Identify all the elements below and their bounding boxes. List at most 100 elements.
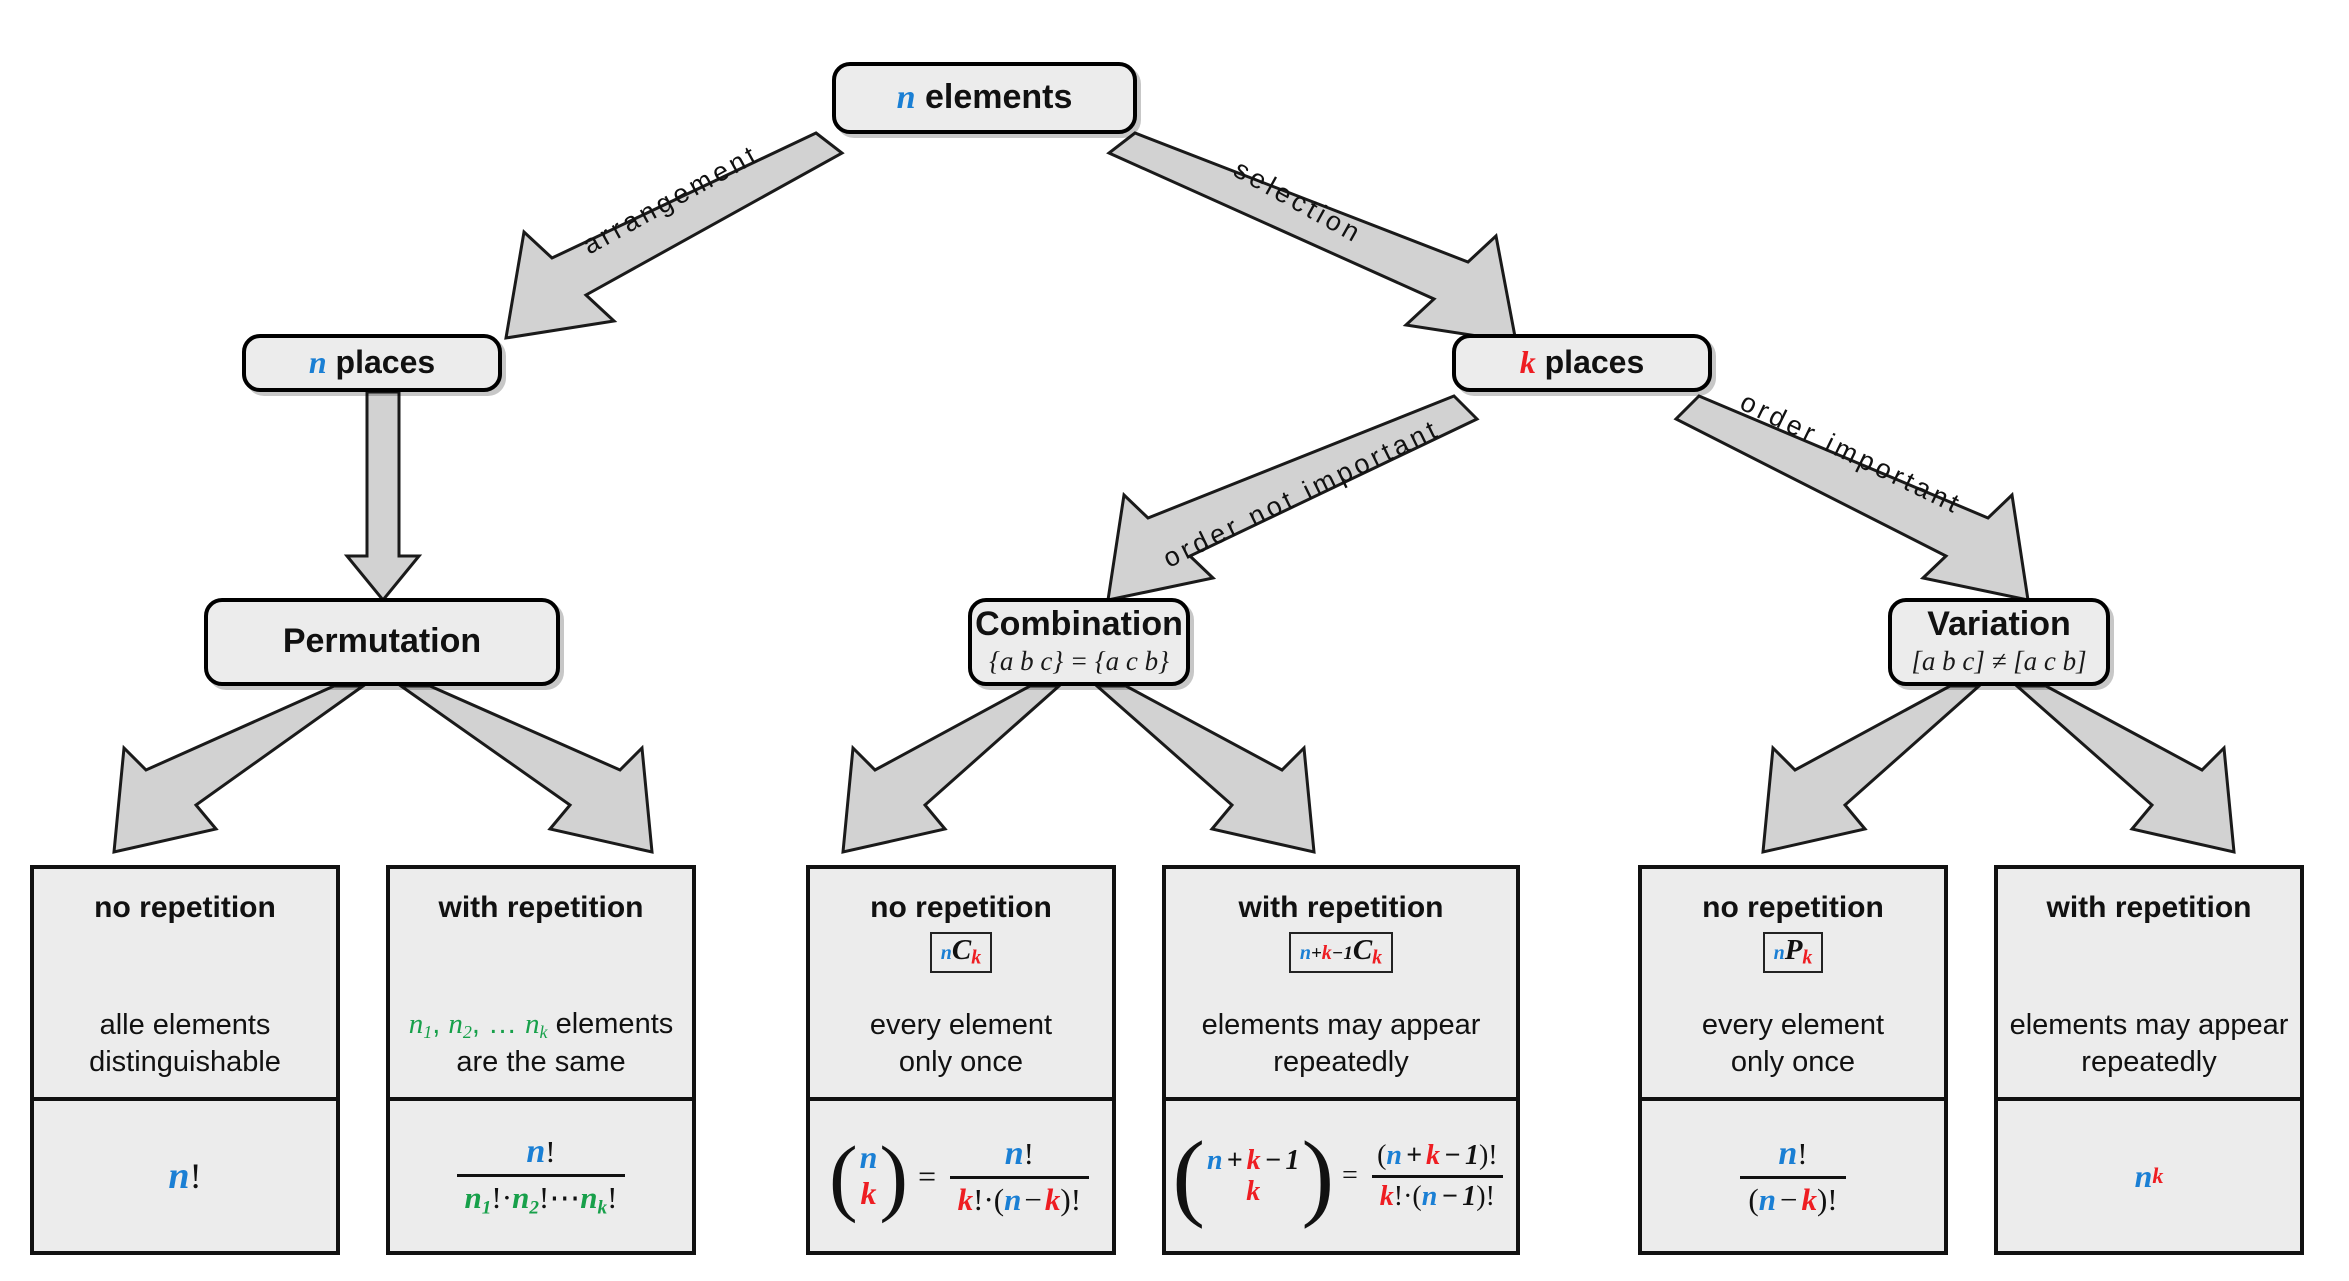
leaf-top-section: with repetition elements may appear repe… [1998,869,2300,1097]
node-permutation[interactable]: Permutation [204,598,560,686]
node-variation[interactable]: Variation [a b c] ≠ [a c b] [1888,598,2110,686]
power-base-n: n [2134,1157,2153,1194]
arrow-variation-to-no-repetition [1761,684,1983,854]
paren-close: ) [879,1127,909,1224]
leaf-combination-no-repetition[interactable]: no repetition nCk every element only onc… [806,865,1116,1255]
leaf-description: elements may appear repeatedly [1166,1007,1516,1081]
fraction-numerator: n! [526,1132,556,1170]
arrow-root-to-k-places [1106,131,1518,344]
leaf-description: alle elements distinguishable [34,1007,336,1081]
notation-k2: k [1372,946,1383,969]
leaf-desc-line1: every element [869,1008,1053,1041]
leaf-heading: with repetition [438,891,644,924]
arrow-n-places-to-permutation [343,390,423,603]
leaf-heading: no repetition [94,891,276,924]
n-places-variable-n: n [308,344,327,381]
notation-badge-nCk: nCk [929,932,993,974]
binomial-coefficient: n+k−1 k [1207,1145,1300,1208]
sym-factorial: ! [189,1156,202,1196]
notation-n: n [1773,942,1785,964]
edge-label-selection: selection [1228,153,1369,250]
notation-k: k [971,946,982,969]
fraction: n! n1!·n2!⋯nk! [456,1132,626,1219]
leaf-desc-line1: every element [1701,1008,1885,1041]
binom-bottom: k [860,1175,877,1211]
leaf-description: every element only once [810,1007,1112,1081]
leaf-desc-line2: are the same [456,1045,626,1078]
node-n-places[interactable]: n places [242,334,502,392]
leaf-divider [1998,1097,2300,1101]
leaf-desc-line1: alle elements [99,1008,271,1041]
fraction-numerator: n! [1778,1134,1808,1172]
notation-k: k [1321,942,1332,964]
node-n-places-label: n places [308,344,435,381]
leaf-divider [34,1097,336,1101]
combination-subtitle: {a b c} = {a c b} [989,646,1169,677]
sym-equals: = [916,1157,938,1194]
root-label-text: elements [924,78,1073,117]
fraction-numerator: n! [1004,1134,1034,1172]
arrow-combination-to-with-repetition [1093,684,1316,854]
leaf-formula: ( n k ) = n! k!·(n−k)! [810,1101,1112,1251]
leaf-permutation-no-repetition[interactable]: no repetition alle elements distinguisha… [30,865,340,1255]
combination-title: Combination [975,604,1183,643]
leaf-divider [1166,1097,1516,1101]
leaf-description: every element only once [1642,1007,1944,1081]
fraction-denominator: k!·(n−k)! [949,1175,1090,1218]
leaf-combination-with-repetition[interactable]: with repetition n+k−1Ck elements may app… [1162,865,1520,1255]
arrow-combination-to-no-repetition [841,684,1063,854]
leaf-desc-line2: repeatedly [1273,1045,1409,1078]
leaf-top-section: no repetition alle elements distinguisha… [34,869,336,1097]
sym-ellipsis: … [487,1007,517,1040]
leaf-formula: n! [34,1101,336,1251]
desc-word-elements: elements [555,1007,674,1040]
edge-label-order-not-important: order not important [1158,413,1445,574]
power-exponent-k: k [2152,1163,2164,1188]
leaf-desc-line2: distinguishable [89,1045,281,1078]
sym-comma-2: , [471,1007,480,1040]
leaf-variation-with-repetition[interactable]: with repetition elements may appear repe… [1994,865,2304,1255]
notation-one: 1 [1343,943,1353,964]
leaf-desc-line1: elements may appear [1201,1008,1481,1041]
node-root-label: n elements [896,78,1073,117]
paren-open: ( [828,1127,858,1224]
notation-minus: − [1331,943,1344,964]
node-k-places-label: k places [1520,345,1645,380]
root-variable-n: n [896,79,916,117]
fraction-denominator: k!·(n−1)! [1371,1174,1503,1213]
fraction-denominator: n1!·n2!⋯nk! [456,1173,626,1219]
leaf-formula: n! n1!·n2!⋯nk! [390,1101,692,1251]
notation-C: C [951,934,972,966]
notation-plus: + [1310,943,1322,964]
notation-badge-nPk: nPk [1762,932,1824,974]
leaf-desc-line1: n1, n2, … nk elements [390,1006,692,1044]
notation-k: k [1802,946,1813,969]
leaf-variation-no-repetition[interactable]: no repetition nPk every element only onc… [1638,865,1948,1255]
leaf-description: n1, n2, … nk elements are the same [390,1006,692,1081]
node-root-n-elements[interactable]: n elements [832,62,1137,134]
leaf-top-section: with repetition n1, n2, … nk elements ar… [390,869,692,1097]
leaf-heading: with repetition [2046,891,2252,924]
notation-badge-nplusk1Ck: n+k−1Ck [1288,932,1394,974]
notation-n: n [940,942,952,964]
binom-top: n+k−1 [1207,1144,1300,1176]
edge-label-order-important: order important [1735,386,1968,521]
arrow-root-to-n-places [504,131,845,340]
node-combination[interactable]: Combination {a b c} = {a c b} [968,598,1190,686]
arrow-variation-to-with-repetition [2013,684,2236,854]
edge-label-arrangement: arrangement [577,138,765,261]
leaf-divider [810,1097,1112,1101]
node-k-places[interactable]: k places [1452,334,1712,392]
notation-C: C [1352,934,1373,966]
paren-close: ) [1301,1121,1335,1230]
arrow-permutation-to-no-repetition [112,684,368,854]
leaf-heading: no repetition [1702,891,1884,924]
leaf-desc-line2: only once [1730,1045,1856,1078]
leaf-formula: ( n+k−1 k ) = (n+k−1)! k!·(n−1)! [1166,1101,1516,1251]
paren-open: ( [1172,1121,1206,1230]
notation-n: n [1299,942,1311,964]
variation-subtitle: [a b c] ≠ [a c b] [1911,646,2087,677]
leaf-permutation-with-repetition[interactable]: with repetition n1, n2, … nk elements ar… [386,865,696,1255]
